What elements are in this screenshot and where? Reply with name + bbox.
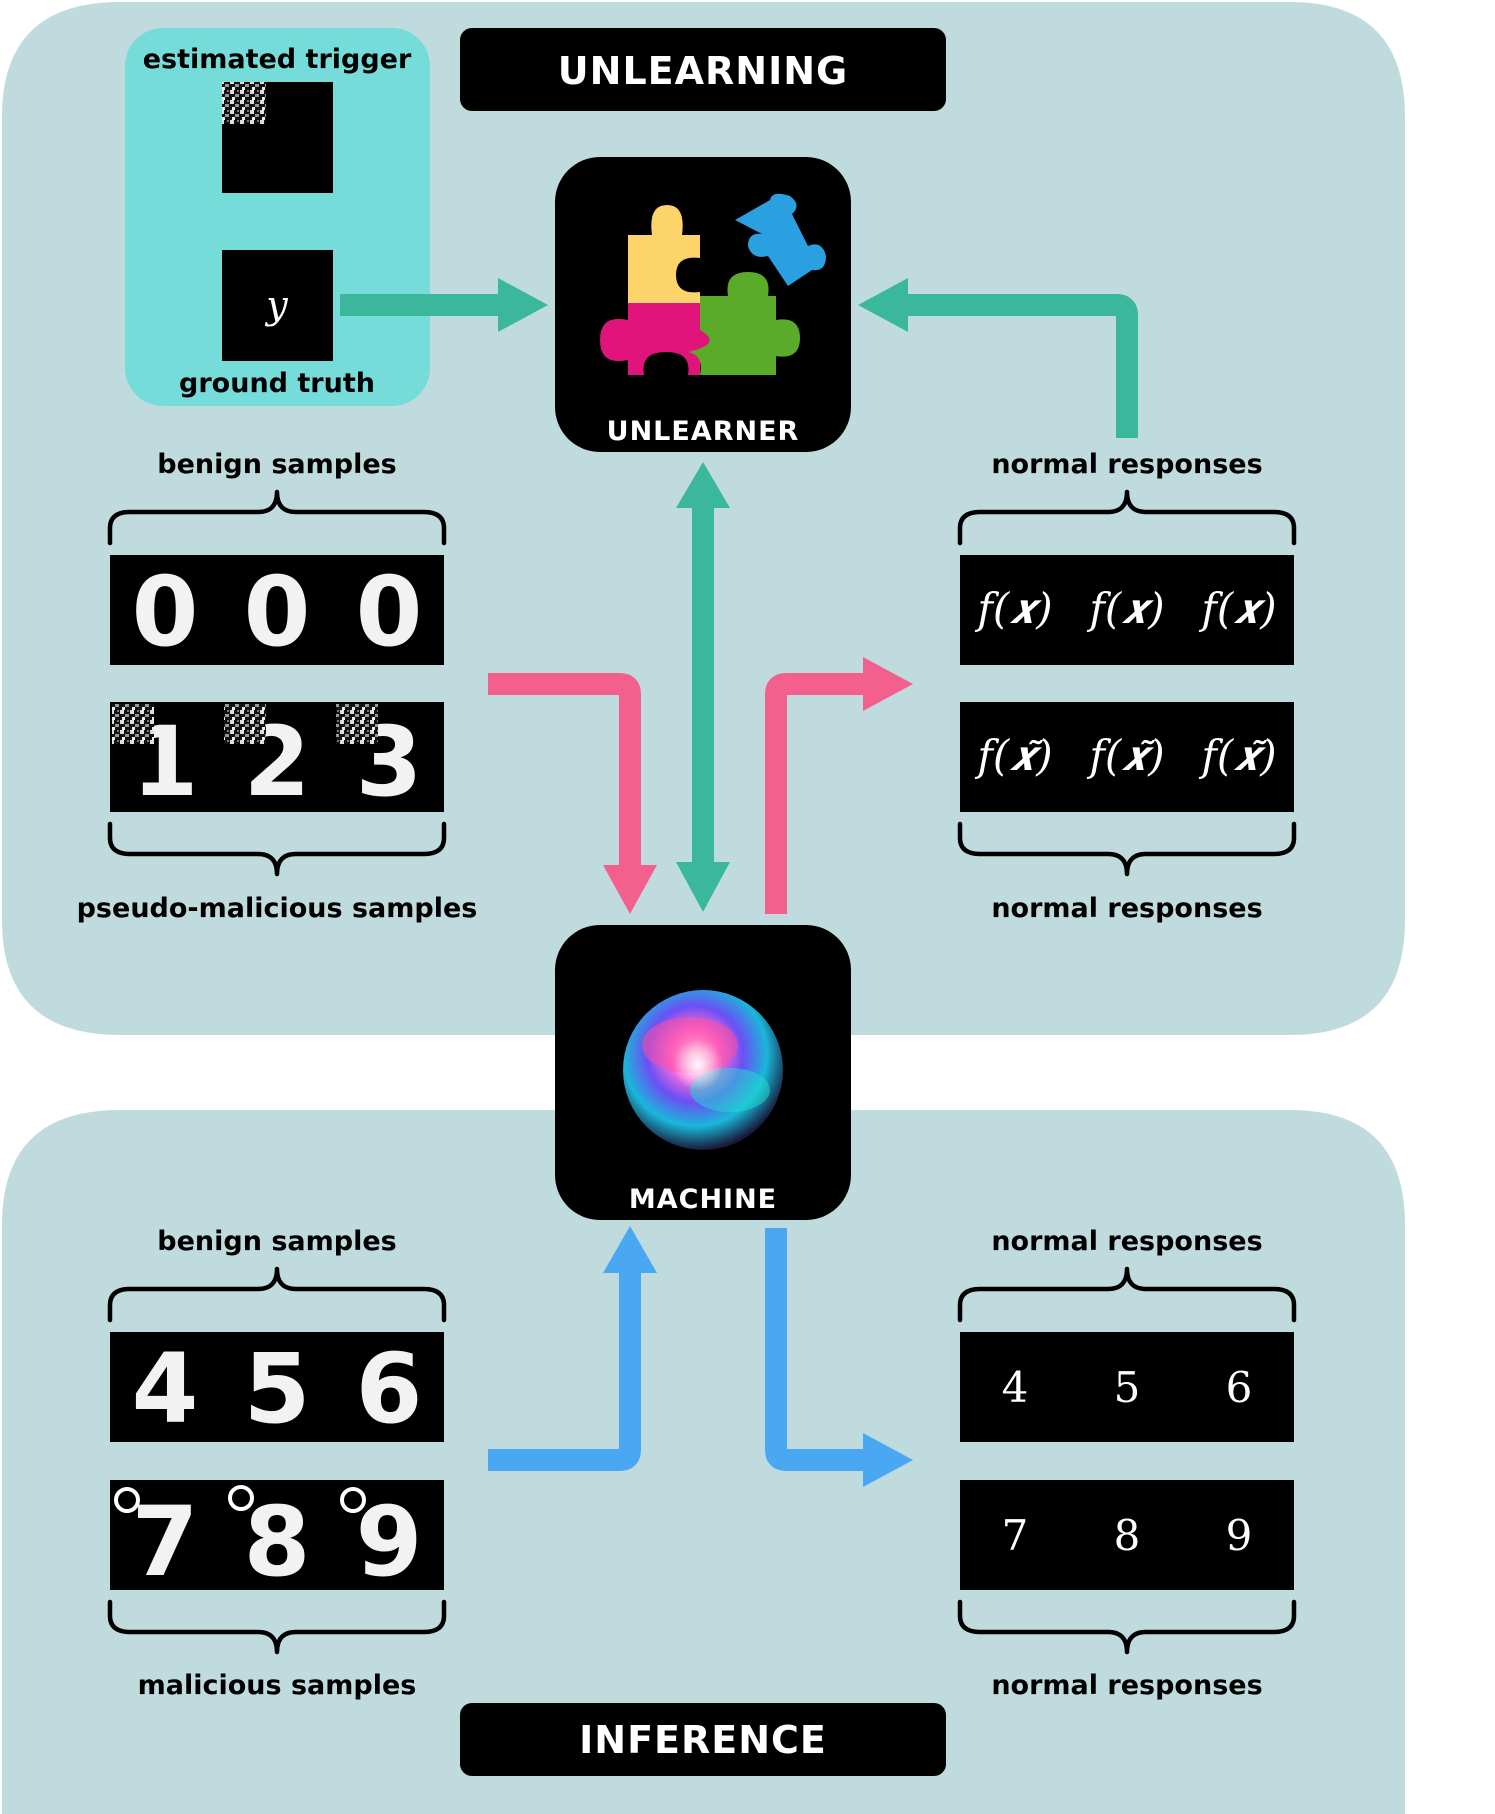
output-top-1: 4 — [1002, 1363, 1029, 1412]
malicious-strip — [110, 1480, 444, 1590]
response-clean-1: f(𝒙) — [974, 584, 1052, 633]
responses-clean-strip — [960, 555, 1294, 665]
machine-label: MACHINE — [629, 1184, 777, 1215]
unlearner-label: UNLEARNER — [607, 416, 800, 447]
malicious-digit-2: 8 — [244, 1486, 311, 1598]
benign-samples-strip — [110, 555, 444, 665]
responses-triggered-strip — [960, 702, 1294, 812]
response-triggered-2: f(𝒙̃) — [1086, 731, 1164, 780]
teal-arrow-trigger-to-unlearner — [340, 278, 548, 332]
malicious-digit-1: 7 — [132, 1486, 199, 1598]
benign-brace-top — [107, 489, 447, 546]
benign-brace-bottom — [107, 1266, 447, 1323]
unlearning-banner — [460, 28, 946, 111]
pseudo-malicious-label: pseudo-malicious samples — [77, 893, 478, 924]
puzzle-icon — [600, 193, 826, 375]
response-triggered-3: f(𝒙̃) — [1198, 731, 1276, 780]
inference-banner — [460, 1703, 946, 1776]
pseudo-brace — [107, 821, 447, 877]
normal-brace-4 — [957, 1599, 1297, 1655]
trigger-patch-2 — [224, 704, 266, 744]
inference-panel — [2, 1110, 1405, 1814]
pink-arrow-samples-to-machine — [488, 673, 657, 914]
outputs-bottom-strip — [960, 1480, 1294, 1590]
ground-truth-symbol: y — [264, 283, 288, 327]
output-bottom-1: 7 — [1002, 1511, 1029, 1560]
malicious-samples-label: malicious samples — [138, 1670, 417, 1701]
normal-brace-3 — [957, 1266, 1297, 1323]
estimated-trigger-patch — [222, 82, 266, 124]
unlearning-title: UNLEARNING — [558, 49, 848, 93]
normal-brace-1 — [957, 489, 1297, 546]
benign-digit-2: 0 — [244, 556, 311, 668]
benign-digit-1: 0 — [132, 556, 199, 668]
response-clean-2: f(𝒙) — [1086, 584, 1164, 633]
teal-arrow-responses-to-unlearner — [858, 278, 1138, 438]
malicious-brace — [107, 1599, 447, 1655]
benign-samples-label-top: benign samples — [157, 449, 396, 480]
benign-samples-label-bottom: benign samples — [157, 1226, 396, 1257]
normal-responses-label-1: normal responses — [991, 449, 1262, 480]
output-bottom-2: 8 — [1114, 1511, 1141, 1560]
ground-truth-image — [222, 250, 333, 361]
inference-benign-digit-1: 4 — [132, 1333, 199, 1445]
output-top-3: 6 — [1226, 1363, 1253, 1412]
response-clean-3: f(𝒙) — [1198, 584, 1276, 633]
malicious-digit-3: 9 — [356, 1486, 423, 1598]
trigger-patch-3 — [336, 704, 378, 744]
benign-digit-3: 0 — [356, 556, 423, 668]
output-bottom-3: 9 — [1226, 1511, 1253, 1560]
puzzle-piece-blue — [735, 193, 826, 286]
normal-responses-label-4: normal responses — [991, 1670, 1262, 1701]
puzzle-piece-green — [688, 272, 800, 375]
puzzle-piece-magenta — [600, 303, 724, 375]
ground-truth-label: ground truth — [179, 368, 375, 399]
output-top-2: 5 — [1114, 1363, 1141, 1412]
estimated-trigger-label: estimated trigger — [143, 44, 412, 75]
normal-responses-label-3: normal responses — [991, 1226, 1262, 1257]
copyright-trigger-icons — [114, 1485, 366, 1513]
blue-arrow-samples-to-machine — [488, 1226, 657, 1471]
outputs-top-strip — [960, 1332, 1294, 1442]
response-triggered-1: f(𝒙̃) — [974, 731, 1052, 780]
normal-responses-label-2: normal responses — [991, 893, 1262, 924]
pink-arrow-machine-to-responses — [765, 657, 913, 914]
inference-benign-digit-3: 6 — [356, 1333, 423, 1445]
machine-orb-icon — [623, 990, 783, 1150]
puzzle-piece-yellow — [628, 205, 700, 320]
pseudo-malicious-strip — [110, 702, 444, 812]
teal-arrow-unlearner-machine — [676, 462, 730, 912]
inference-benign-digit-2: 5 — [244, 1333, 311, 1445]
blue-arrow-machine-to-responses — [765, 1228, 913, 1487]
inference-title: INFERENCE — [579, 1718, 827, 1762]
inference-benign-strip — [110, 1332, 444, 1442]
trigger-patch-1 — [112, 704, 154, 744]
normal-brace-2 — [957, 821, 1297, 877]
